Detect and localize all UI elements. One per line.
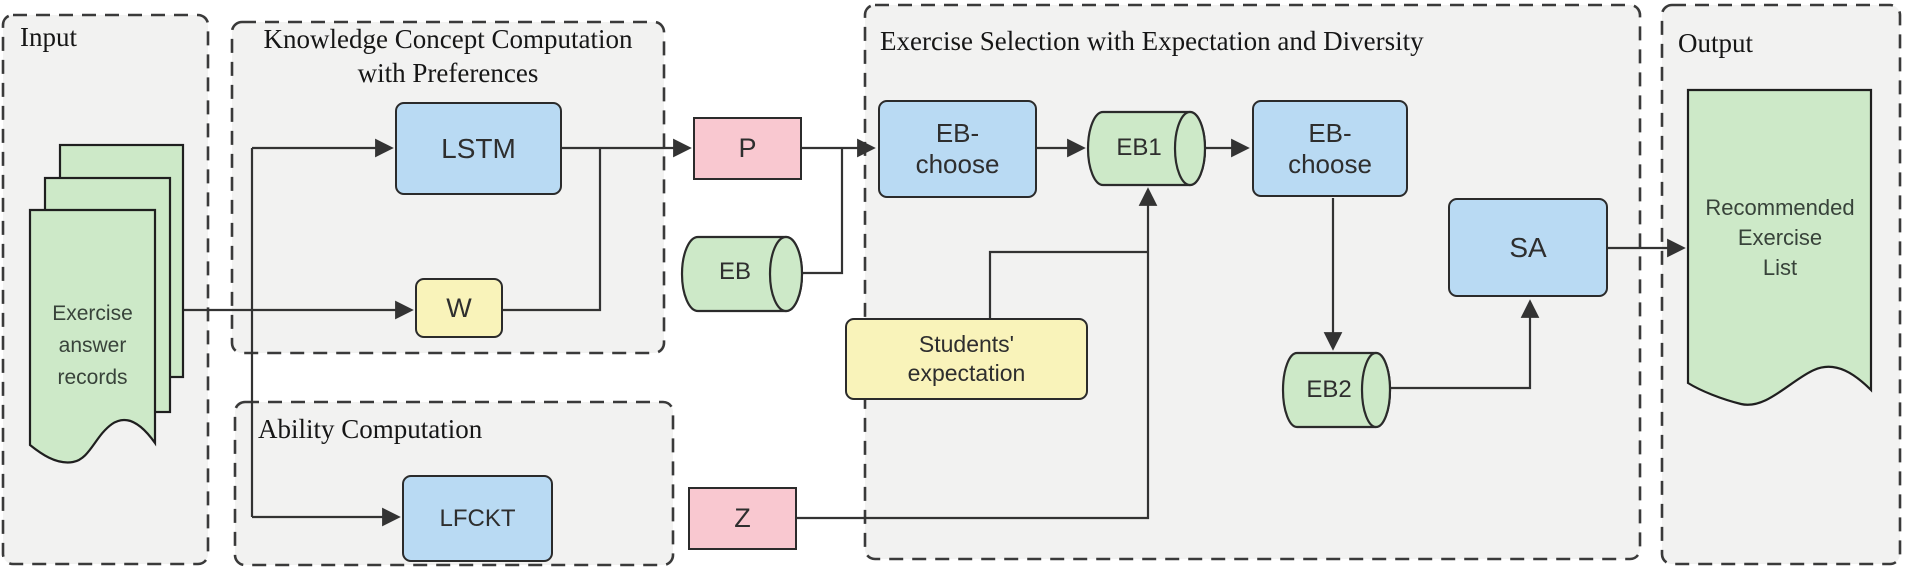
edge-z-to-eb1 (797, 187, 1158, 520)
output-group-border (1660, 3, 1902, 566)
edge-students-join (988, 250, 1148, 318)
selection-group-title: Exercise Selection with Expectation and … (880, 26, 1424, 56)
recommended-exercise-list-label: Recommended Exercise List (1705, 195, 1855, 280)
output-group-title: Output (1678, 28, 1754, 58)
edge-w-merge (503, 148, 602, 312)
w-node: W (415, 278, 503, 338)
ability-group-title: Ability Computation (258, 414, 483, 444)
records-document-stack (28, 143, 185, 464)
eb1-cylinder (1086, 110, 1207, 187)
input-group-border (1, 13, 210, 566)
records-page-front (28, 208, 157, 464)
knowledge-group-title: Knowledge Concept Computation with Prefe… (263, 24, 633, 88)
dashed-borders (1, 3, 1902, 567)
p-node: P (693, 117, 802, 180)
eb1-cylinder-lid (1173, 110, 1207, 187)
eb2-label: EB2 (1306, 376, 1352, 403)
z-node: Z (688, 487, 797, 550)
students-expectation-node: Students' expectation (845, 318, 1088, 400)
ability-group-border (233, 400, 675, 567)
eb-label: EB (718, 258, 751, 285)
edge-eb-merge (802, 148, 844, 275)
input-group-title: Input (20, 22, 77, 52)
eb-cylinder (680, 235, 804, 313)
recommended-list-document (1686, 88, 1873, 406)
records-label: Exercise answer records (52, 302, 133, 389)
edge-eb2-to-sa (1390, 299, 1540, 390)
eb2-cylinder (1281, 351, 1392, 429)
sa-node: SA (1448, 198, 1608, 297)
edges (183, 138, 1686, 527)
knowledge-group-border (230, 20, 666, 355)
lstm-node: LSTM (395, 102, 562, 195)
eb-cylinder-lid (768, 235, 804, 313)
eb-choose-node-2: EB- choose (1252, 100, 1408, 197)
eb2-cylinder-lid (1360, 351, 1392, 429)
selection-group-border (863, 3, 1642, 561)
eb1-label: EB1 (1116, 134, 1162, 161)
lfckt-node: LFCKT (402, 475, 553, 562)
eb-choose-node-1: EB- choose (878, 100, 1037, 198)
